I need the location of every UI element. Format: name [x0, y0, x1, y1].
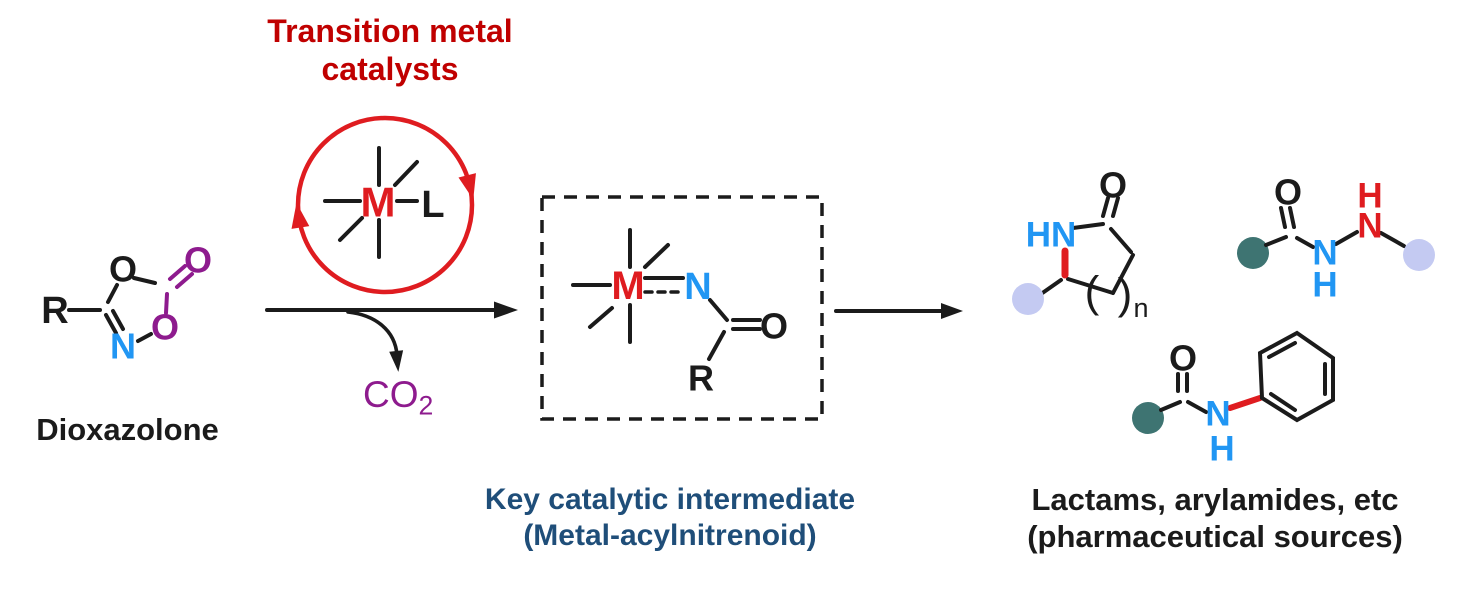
c2-o-ring-bond	[164, 292, 169, 315]
c-o-double-bond-2	[1288, 206, 1296, 229]
dioxazolone-structure: R O O O N	[41, 240, 212, 367]
c-o-top-bond	[106, 283, 119, 304]
ring-bond-lower-right	[1111, 253, 1135, 295]
substituent-bond	[1039, 278, 1063, 296]
products-caption-line2: (pharmaceutical sources)	[1027, 519, 1403, 555]
catalyst-title-line1: Transition metal	[267, 13, 513, 49]
cycle-circle-arrow	[295, 115, 475, 295]
co2-formula: CO	[363, 374, 419, 415]
ligand-label: L	[421, 184, 444, 226]
paren-close: )	[1118, 270, 1133, 319]
oxygen-top-label: O	[109, 249, 137, 290]
dashed-box	[540, 195, 824, 421]
intermediate-structure: M N O R	[540, 195, 824, 421]
nitrogen-label: N	[684, 266, 711, 308]
substituent-ball-lavender	[1403, 239, 1435, 271]
n-aryl-red-bond	[1227, 395, 1263, 411]
nitrogen2-label: N	[1357, 207, 1382, 246]
co2-label: CO2	[363, 374, 433, 421]
oxygen-ring-label: O	[151, 307, 179, 348]
ligand-bond-upper-right	[393, 160, 419, 187]
products-caption: Lactams, arylamides, etc (pharmaceutical…	[980, 481, 1450, 555]
nitrogen-label: N	[110, 326, 136, 367]
ligand-bond-lower-left	[588, 306, 614, 329]
oxygen-label: O	[1099, 165, 1127, 206]
hydrogen2-label: H	[1357, 177, 1382, 216]
metal-label: M	[361, 179, 396, 226]
co2-escape-arrowhead	[389, 350, 404, 372]
hydrogen-label: H	[1209, 430, 1234, 469]
c-o-double-bond-1	[1279, 206, 1287, 229]
benzene-inner-bond-1	[1267, 341, 1297, 359]
ball-c-bond	[1159, 400, 1182, 412]
intermediate-caption-line1: Key catalytic intermediate	[484, 483, 856, 516]
oxygen-carbonyl-label: O	[184, 240, 212, 281]
products-caption-line1: Lactams, arylamides, etc	[1031, 482, 1399, 517]
benzene-ring	[1257, 330, 1335, 423]
ligand-bond-lower-left	[338, 216, 364, 242]
reaction-arrow-2	[834, 303, 963, 319]
oxygen-label: O	[1274, 175, 1302, 213]
r-group-label: R	[688, 358, 714, 399]
c-n-bond	[1295, 236, 1315, 249]
c-r-bond	[707, 330, 726, 361]
paren-open: (	[1085, 268, 1100, 317]
hydrazide-structure: O N H N H	[1237, 175, 1435, 305]
n-carbonyl-bond	[1071, 222, 1105, 230]
ring-bond-right	[1109, 227, 1133, 254]
benzene-inner-bond-3	[1269, 392, 1297, 412]
c-o-double-bond-1	[1101, 196, 1110, 218]
catalytic-cycle-diagram: M L	[291, 115, 476, 295]
dioxazolone-label: Dioxazolone	[36, 412, 219, 447]
hn-label: HN	[1026, 216, 1077, 255]
ball-c-bond	[1264, 235, 1288, 247]
substituent-ball	[1012, 283, 1044, 315]
n-ball-bond	[1379, 231, 1406, 248]
hydrogen1-label: H	[1312, 266, 1337, 305]
substituent-ball-teal	[1132, 402, 1164, 434]
carbonyl-double-bond-2	[175, 272, 194, 289]
co2-escape-curve	[346, 310, 399, 357]
co2-subscript: 2	[418, 390, 434, 421]
arrowhead	[494, 301, 518, 319]
catalyst-title: Transition metal catalysts	[240, 12, 540, 89]
cycle-arrowhead-left	[291, 202, 310, 229]
intermediate-caption: Key catalytic intermediate (Metal-acylni…	[440, 482, 900, 554]
reaction-arrow-1	[265, 301, 518, 372]
repeat-subscript: n	[1133, 293, 1148, 323]
metal-label: M	[611, 264, 644, 308]
substituent-ball-teal	[1237, 237, 1269, 269]
metal-ligand-complex: M L	[323, 146, 445, 259]
ligand-bond-upper-right	[643, 243, 670, 269]
carbonyl-double-bond-1	[168, 264, 187, 281]
oxygen-label: O	[760, 306, 788, 347]
lactam-structure: HN O ( ) n	[1012, 165, 1149, 323]
n-c-bond	[708, 298, 729, 322]
c-o-double-bond-2	[1111, 196, 1120, 218]
anilide-structure: O N H	[1132, 330, 1335, 469]
ring-bond-bottom	[1066, 277, 1115, 295]
arrowhead	[941, 303, 963, 319]
c-n-double-bond-1	[104, 313, 118, 335]
r-group-label: R	[41, 290, 68, 332]
c-n-bond	[1186, 400, 1208, 414]
o-n-bond	[136, 332, 153, 343]
o-top-c2-bond	[132, 276, 157, 285]
cycle-arrowhead-right	[458, 173, 476, 200]
oxygen-label: O	[1169, 338, 1197, 379]
n-n-bond	[1334, 230, 1359, 246]
nitrogen1-label: N	[1312, 234, 1337, 273]
nitrogen-label: N	[1205, 395, 1230, 434]
intermediate-caption-line2: (Metal-acylnitrenoid)	[523, 519, 817, 552]
catalyst-title-line2: catalysts	[321, 51, 459, 88]
c-n-double-bond-2	[111, 309, 125, 331]
